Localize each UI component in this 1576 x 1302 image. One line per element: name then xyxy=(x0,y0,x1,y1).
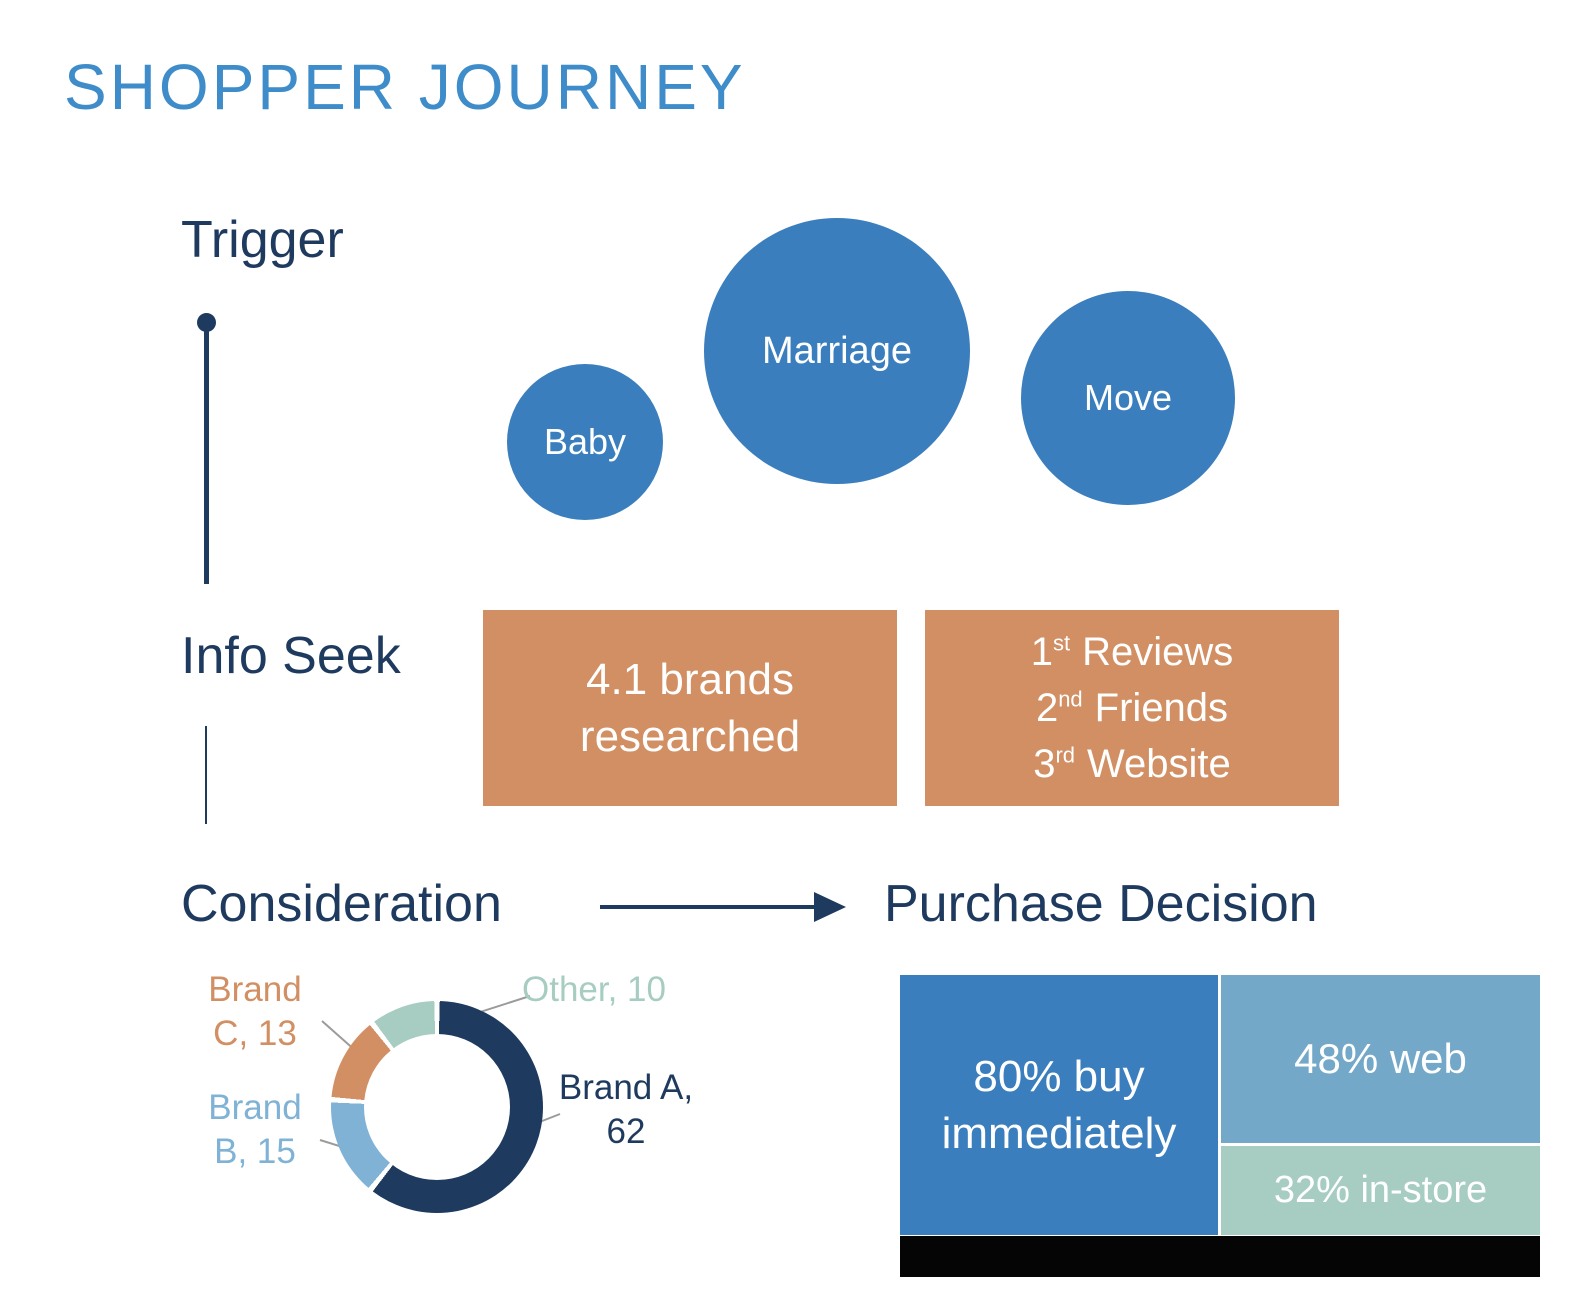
donut-label-other: Other, 10 xyxy=(522,970,666,1009)
donut-label-brand-c: Brand C, 13 xyxy=(208,970,302,1053)
purchase-footer-bar xyxy=(900,1236,1540,1277)
stage-label-info-seek: Info Seek xyxy=(181,627,401,685)
info-box-brands-researched: 4.1 brands researched xyxy=(483,610,897,806)
trigger-timeline-line xyxy=(204,326,209,584)
trigger-timeline-dot xyxy=(197,313,216,332)
rank-suffix: rd xyxy=(1055,742,1076,768)
purchase-cell-buy-immediately: 80% buy immediately xyxy=(900,975,1218,1235)
trigger-bubble-baby: Baby xyxy=(507,364,663,520)
consideration-donut-chart xyxy=(331,1001,543,1213)
rank-number: 2 xyxy=(1035,686,1059,730)
bubble-label: Marriage xyxy=(762,329,912,372)
rank-suffix: st xyxy=(1052,630,1071,656)
donut-label-brand-b: Brand B, 15 xyxy=(208,1088,302,1171)
bubble-label: Move xyxy=(1083,377,1173,418)
rank-line: 2nd Friends xyxy=(1036,680,1228,736)
rank-number: 1 xyxy=(1030,630,1053,674)
rank-number: 3 xyxy=(1033,742,1056,786)
rank-source: Website xyxy=(1087,742,1231,786)
stage-label-consideration: Consideration xyxy=(181,875,502,933)
rank-line: 1st Reviews xyxy=(1031,624,1234,680)
purchase-cell-web: 48% web xyxy=(1221,975,1540,1143)
arrow-head-icon xyxy=(814,892,846,922)
trigger-bubble-move: Move xyxy=(1021,291,1235,505)
rank-source: Reviews xyxy=(1082,630,1234,674)
stage-label-purchase-decision: Purchase Decision xyxy=(884,875,1318,933)
rank-suffix: nd xyxy=(1058,686,1083,712)
trigger-bubble-marriage: Marriage xyxy=(704,218,970,484)
rank-line: 3rd Website xyxy=(1033,736,1231,792)
bubble-label: Baby xyxy=(543,421,627,462)
purchase-cell-in-store: 32% in-store xyxy=(1221,1146,1540,1235)
brands-researched-text: 4.1 brands researched xyxy=(579,654,801,761)
info-box-source-ranking: 1st Reviews 2nd Friends 3rd Website xyxy=(925,610,1339,806)
page-title: SHOPPER JOURNEY xyxy=(64,51,746,123)
stage-label-trigger: Trigger xyxy=(181,211,344,269)
donut-hole xyxy=(364,1034,510,1180)
info-seek-timeline-line xyxy=(205,726,207,824)
rank-source: Friends xyxy=(1094,686,1229,730)
donut-label-brand-a: Brand A, 62 xyxy=(558,1068,694,1151)
